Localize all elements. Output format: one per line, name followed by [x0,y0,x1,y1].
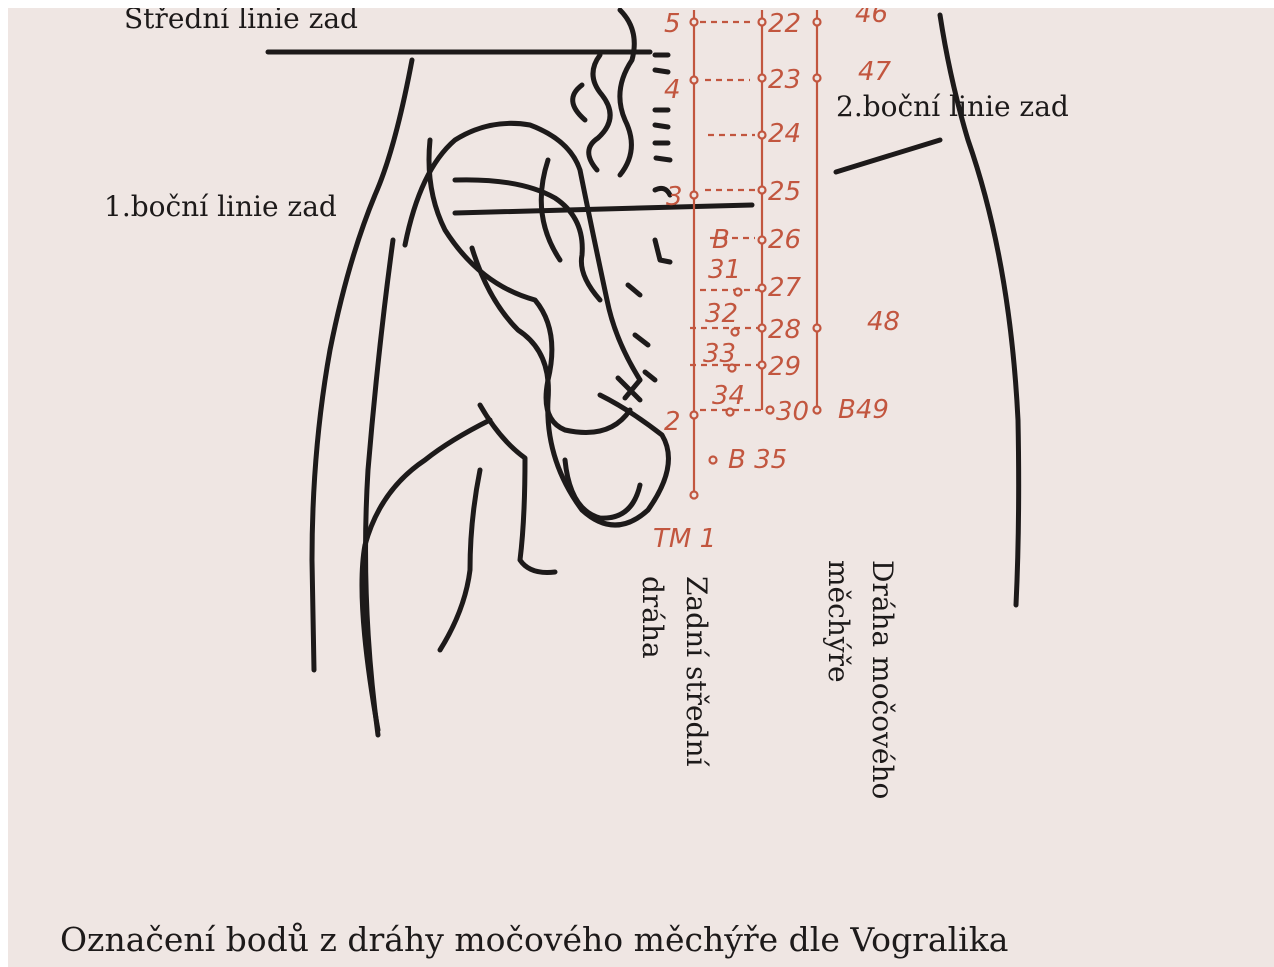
bl-point-47 [814,75,821,82]
bl-label-29: 29 [768,352,801,382]
gv-point-4 [691,77,698,84]
bl-label-48: 48 [867,307,900,337]
bl-point-49 [814,407,821,414]
spine-wiggle-2 [573,85,585,120]
bl-label-35: B 35 [728,445,787,475]
gv-label-2: 2 [664,407,681,437]
sacral-mark-3 [655,143,670,160]
coccyx-mark-3 [618,378,640,400]
bl-point-46 [814,19,821,26]
bl-point-48 [814,325,821,332]
coccyx-mark-4 [645,372,655,380]
bladder-label-line1: Dráha močového [860,560,904,799]
bl-label-24: 24 [768,119,801,149]
femur-outline-2 [480,405,555,573]
bl-point-32 [732,329,739,336]
lateral2-leader-line [836,140,940,172]
ilium-inner [455,180,600,300]
bl-label-22: 22 [768,9,801,39]
bl-point-31 [735,289,742,296]
bl-label-47: 47 [858,57,892,87]
sacrum-contour [620,10,634,175]
bladder-label-line2: měchýře [816,560,860,799]
bl-point-25 [759,187,766,194]
spine-wiggle-1 [589,55,610,170]
gv-label-5: 5 [664,9,681,39]
bl-label-46: 46 [855,0,888,29]
coccyx-mark-2 [635,335,648,345]
bl-label-25: 25 [768,177,801,207]
bl-point-27 [759,285,766,292]
sacral-mark-5 [655,240,670,262]
figure-caption: Označení bodů z dráhy močového měchýře d… [60,920,1008,959]
bl-label-23: 23 [768,65,801,95]
bl-label-30: 30 [776,397,809,427]
ischium-inner [565,460,640,518]
tm1-label: TM 1 [653,524,716,554]
bl-point-26 [759,237,766,244]
governor-vessel-label: Zadní střední dráha [630,576,718,766]
bl-label-49: B49 [838,395,889,425]
gv-point-3 [691,192,698,199]
bl-point-22 [759,19,766,26]
lateral2-label: 2.boční linie zad [836,90,1069,123]
bl-point-28 [759,325,766,332]
lateral1-label: 1.boční linie zad [104,190,337,223]
bl-point-35 [710,457,717,464]
coccyx-mark-1 [628,285,640,295]
bl-point-30 [767,407,774,414]
gv-point-5 [691,19,698,26]
lateral1-leader-line [455,205,752,213]
governor-label-line2: dráha [630,576,674,766]
b-label: B [712,225,730,255]
sacral-mark-2 [655,110,668,127]
bl-label-34: 34 [712,381,745,411]
bl-point-23 [759,75,766,82]
bl-label-27: 27 [768,273,802,303]
pelvis-outline [405,123,640,380]
ilium-outline [429,140,630,433]
bladder-meridian-label: Dráha močového měchýře [816,560,904,799]
bl-point-24 [759,132,766,139]
gv-label-3: 3 [666,182,683,212]
gv-point-2 [691,412,698,419]
bl-label-33: 33 [703,339,736,369]
bl-label-28: 28 [768,315,801,345]
midline-label: Střední linie zad [124,2,358,35]
femur-outline-3 [440,470,480,650]
governor-label-line1: Zadní střední [674,576,718,766]
bl-label-32: 32 [705,299,738,329]
bl-label-31: 31 [708,255,741,285]
bl-point-29 [759,362,766,369]
gv-point-tm1 [691,492,698,499]
gv-label-4: 4 [664,75,681,105]
sacral-mark-1 [655,55,668,72]
bl-label-26: 26 [768,225,801,255]
